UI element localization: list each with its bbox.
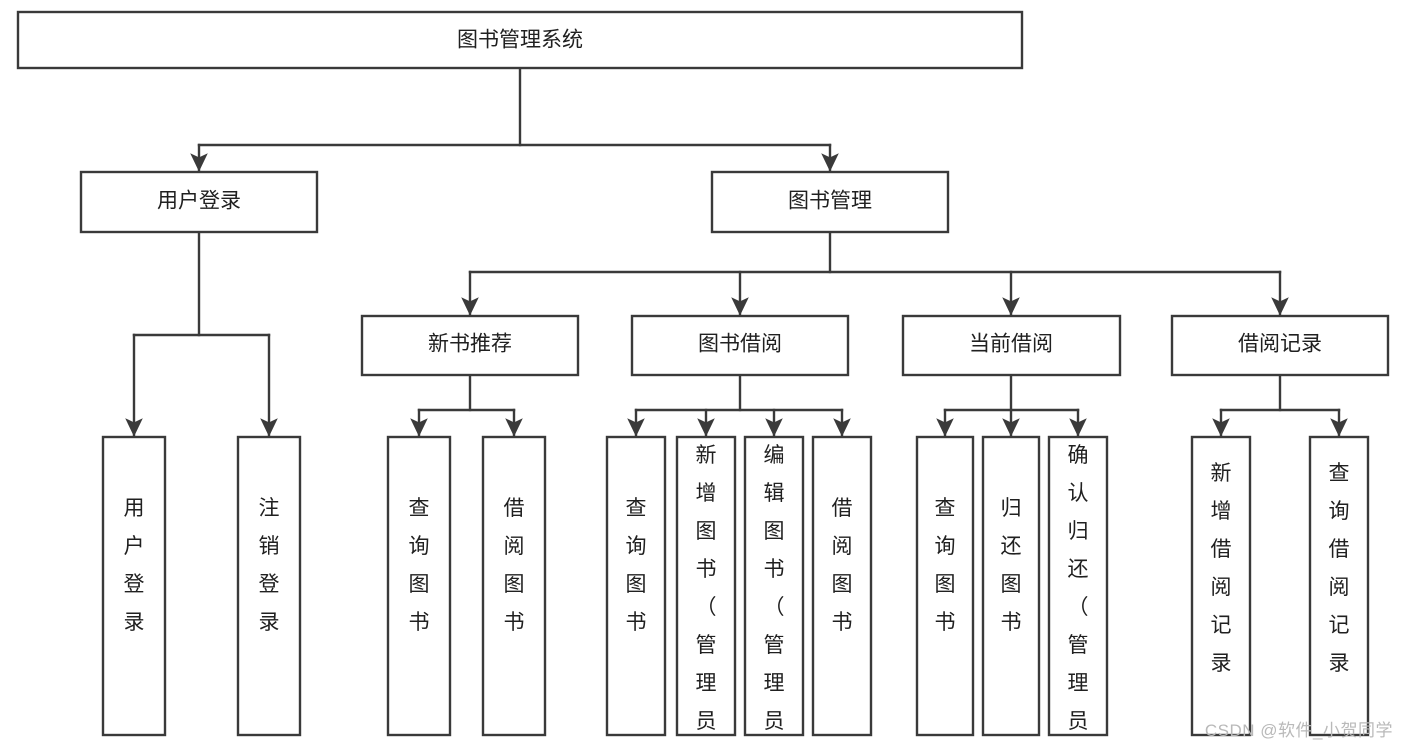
node-current-borrow-box[interactable] xyxy=(901,314,1122,377)
node-leaf-borrow-book-2-box[interactable] xyxy=(811,435,873,737)
node-leaf-query-book-1[interactable]: 查询图书 xyxy=(386,435,452,737)
node-user-login[interactable]: 用户登录 xyxy=(79,170,319,234)
node-borrow-record-label: 借阅记录 xyxy=(1238,333,1322,356)
node-leaf-borrow-book-2[interactable]: 借阅图书 xyxy=(811,435,873,737)
node-user-login-label: 用户登录 xyxy=(157,190,241,213)
node-leaf-user-logout-label: 注销登录 xyxy=(259,497,280,634)
node-root-label: 图书管理系统 xyxy=(457,29,583,52)
node-borrow-record-box[interactable] xyxy=(1170,314,1390,377)
node-new-book-recommend-box[interactable] xyxy=(360,314,580,377)
node-borrow-record[interactable]: 借阅记录 xyxy=(1170,314,1390,377)
node-user-login-box[interactable] xyxy=(79,170,319,234)
csdn-watermark: CSDN @软件_小贺同学 xyxy=(1204,721,1393,740)
node-book-borrow-label: 图书借阅 xyxy=(698,333,782,356)
node-leaf-edit-book[interactable]: 编辑图书（管理员） xyxy=(743,435,805,747)
node-book-management[interactable]: 图书管理 xyxy=(710,170,950,234)
node-new-book-recommend-label: 新书推荐 xyxy=(428,333,512,356)
node-leaf-query-record-label: 查询借阅记录 xyxy=(1329,462,1350,675)
node-leaf-query-book-3-box[interactable] xyxy=(915,435,975,737)
node-leaf-query-book-3-label: 查询图书 xyxy=(935,497,956,634)
node-leaf-confirm-return-label: 确认归还（管理员） xyxy=(1068,444,1089,747)
node-leaf-confirm-return-box[interactable] xyxy=(1047,435,1109,737)
node-leaf-borrow-book-1-box[interactable] xyxy=(481,435,547,737)
node-leaf-add-book-label: 新增图书（管理员） xyxy=(696,444,717,747)
node-leaf-query-book-2-label: 查询图书 xyxy=(626,497,647,634)
node-leaf-query-book-1-label: 查询图书 xyxy=(409,497,430,634)
node-leaf-edit-book-box[interactable] xyxy=(743,435,805,737)
node-leaf-query-book-1-box[interactable] xyxy=(386,435,452,737)
node-root[interactable]: 图书管理系统 xyxy=(16,10,1024,70)
node-leaf-add-book-box[interactable] xyxy=(675,435,737,737)
node-leaf-query-book-2-box[interactable] xyxy=(605,435,667,737)
node-book-borrow-box[interactable] xyxy=(630,314,850,377)
node-leaf-borrow-book-1[interactable]: 借阅图书 xyxy=(481,435,547,737)
node-leaf-query-record-box[interactable] xyxy=(1308,435,1370,737)
node-leaf-user-login-box[interactable] xyxy=(101,435,167,737)
node-leaf-borrow-book-1-label: 借阅图书 xyxy=(504,497,525,634)
edge-group xyxy=(125,66,1348,437)
node-book-management-box[interactable] xyxy=(710,170,950,234)
node-leaf-query-record[interactable]: 查询借阅记录 xyxy=(1308,435,1370,737)
node-leaf-query-book-3[interactable]: 查询图书 xyxy=(915,435,975,737)
node-leaf-query-book-2[interactable]: 查询图书 xyxy=(605,435,667,737)
node-leaf-return-book[interactable]: 归还图书 xyxy=(981,435,1041,737)
node-leaf-add-record[interactable]: 新增借阅记录 xyxy=(1190,435,1252,737)
node-book-borrow[interactable]: 图书借阅 xyxy=(630,314,850,377)
node-current-borrow[interactable]: 当前借阅 xyxy=(901,314,1122,377)
node-leaf-user-logout[interactable]: 注销登录 xyxy=(236,435,302,737)
node-leaf-edit-book-label: 编辑图书（管理员） xyxy=(764,444,785,747)
node-leaf-user-logout-box[interactable] xyxy=(236,435,302,737)
node-leaf-add-record-label: 新增借阅记录 xyxy=(1211,462,1232,675)
node-book-management-label: 图书管理 xyxy=(788,190,872,213)
node-root-box[interactable] xyxy=(16,10,1024,70)
node-leaf-add-record-box[interactable] xyxy=(1190,435,1252,737)
node-new-book-recommend[interactable]: 新书推荐 xyxy=(360,314,580,377)
node-leaf-confirm-return[interactable]: 确认归还（管理员） xyxy=(1047,435,1109,747)
node-leaf-user-login-label: 用户登录 xyxy=(124,497,145,634)
node-leaf-borrow-book-2-label: 借阅图书 xyxy=(832,497,853,634)
node-current-borrow-label: 当前借阅 xyxy=(969,333,1053,356)
node-leaf-return-book-box[interactable] xyxy=(981,435,1041,737)
node-leaf-return-book-label: 归还图书 xyxy=(1001,497,1022,634)
node-leaf-add-book[interactable]: 新增图书（管理员） xyxy=(675,435,737,747)
node-leaf-user-login[interactable]: 用户登录 xyxy=(101,435,167,737)
